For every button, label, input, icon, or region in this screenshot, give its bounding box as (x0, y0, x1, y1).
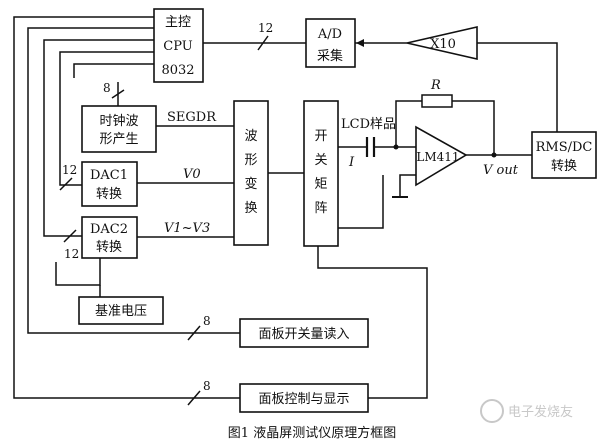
cpu-label-3: 8032 (161, 63, 194, 78)
slash-panel-ctrl (187, 390, 201, 406)
dac1-label-1: DAC1 (90, 168, 128, 183)
wire-switch-sense (338, 175, 384, 229)
wire-rms-amp (477, 42, 558, 132)
ad-label-2: 采集 (317, 48, 343, 64)
ref-label: 基准电压 (95, 304, 147, 319)
bus-width-panel-ctrl: 8 (203, 379, 211, 393)
bus-width-dac1: 12 (62, 163, 77, 177)
slash-dac2 (63, 229, 77, 243)
opamp-label: LM411 (416, 150, 459, 164)
clock-label-1: 时钟波 (99, 113, 138, 129)
wires (13, 16, 558, 406)
amp-triangle (406, 25, 478, 61)
amp-label: X10 (430, 37, 456, 52)
bus-width-panel-read: 8 (203, 314, 211, 328)
dac2-label-1: DAC2 (90, 222, 128, 237)
cpu-label-2: CPU (163, 39, 192, 54)
wave-label-4: 换 (244, 201, 257, 216)
switch-label-1: 开 (314, 129, 327, 144)
panel-read-label: 面板开关量读入 (258, 327, 349, 342)
wire-cpu-dac2 (43, 39, 154, 237)
wire-opamp-plus (399, 174, 416, 196)
ref-block: 基准电压 (78, 296, 164, 325)
wave-label-1: 波 (244, 129, 257, 144)
slash-panel-read (187, 325, 201, 341)
wave-block: 波 形 变 换 (233, 100, 269, 246)
switch-label-3: 矩 (314, 177, 327, 192)
signal-current: I (348, 155, 355, 170)
wire-switch-panel (317, 246, 428, 399)
signal-vout: V out (483, 163, 519, 178)
signal-v0: V0 (183, 167, 201, 182)
dac1-block: DAC1 转换 (81, 161, 138, 207)
rms-block: RMS/DC 转换 (531, 131, 597, 179)
clock-block: 时钟波 形产生 (81, 105, 157, 153)
dac2-label-2: 转换 (96, 240, 122, 255)
wire-feedback-right (452, 100, 495, 155)
watermark-text: 电子发烧友 (508, 404, 573, 420)
wire-ref (73, 63, 154, 78)
opamp-triangle (415, 125, 468, 187)
wire-cpu-panel-ctrl (13, 16, 240, 399)
cpu-block: 主控 CPU 8032 (153, 8, 204, 83)
dac2-block: DAC2 转换 (81, 216, 138, 259)
amp-block: X10 (406, 25, 478, 61)
opamp-block: LM411 (415, 125, 468, 187)
wire-feedback-left (395, 100, 422, 147)
rms-label-2: 转换 (551, 159, 577, 174)
node-vout (491, 152, 497, 158)
signal-lcd: LCD样品 (341, 117, 396, 132)
panel-ctrl-label: 面板控制与显示 (258, 392, 349, 407)
signal-resistor: R (430, 78, 441, 93)
wave-label-2: 形 (244, 153, 257, 168)
switch-label-2: 关 (314, 153, 327, 168)
switch-label-4: 阵 (314, 201, 327, 216)
bus-width-dac2: 12 (64, 247, 79, 261)
watermark-logo (480, 399, 504, 423)
rms-label-1: RMS/DC (536, 140, 593, 155)
ad-label-1: A/D (317, 27, 342, 42)
slash-dac1 (59, 177, 73, 191)
clock-label-2: 形产生 (99, 132, 138, 147)
slash-cpu-clock (111, 89, 125, 99)
ad-block: A/D 采集 (305, 18, 356, 68)
figure-caption: 图1 液晶屏测试仪原理方框图 (228, 425, 396, 441)
signal-segdr: SEGDR (167, 110, 217, 125)
panel-ctrl-block: 面板控制与显示 (239, 383, 369, 413)
panel-read-block: 面板开关量读入 (239, 318, 369, 348)
dac1-label-2: 转换 (96, 187, 122, 202)
resistor (421, 94, 453, 108)
cpu-label-1: 主控 (165, 15, 191, 30)
bus-width-cpu-clock: 8 (103, 81, 111, 95)
wire-cpu-dac1 (59, 51, 154, 186)
wire-cpu-panel-read (27, 27, 240, 334)
arrow-amp-ad (356, 39, 364, 47)
bus-width-cpu-ad: 12 (258, 21, 273, 35)
wire-ref-dac2 (55, 258, 101, 286)
signal-v1v3: V1~V3 (164, 221, 210, 236)
slash-cpu-ad (257, 35, 269, 51)
switch-block: 开 关 矩 阵 (303, 100, 339, 247)
wave-label-3: 变 (244, 176, 257, 192)
